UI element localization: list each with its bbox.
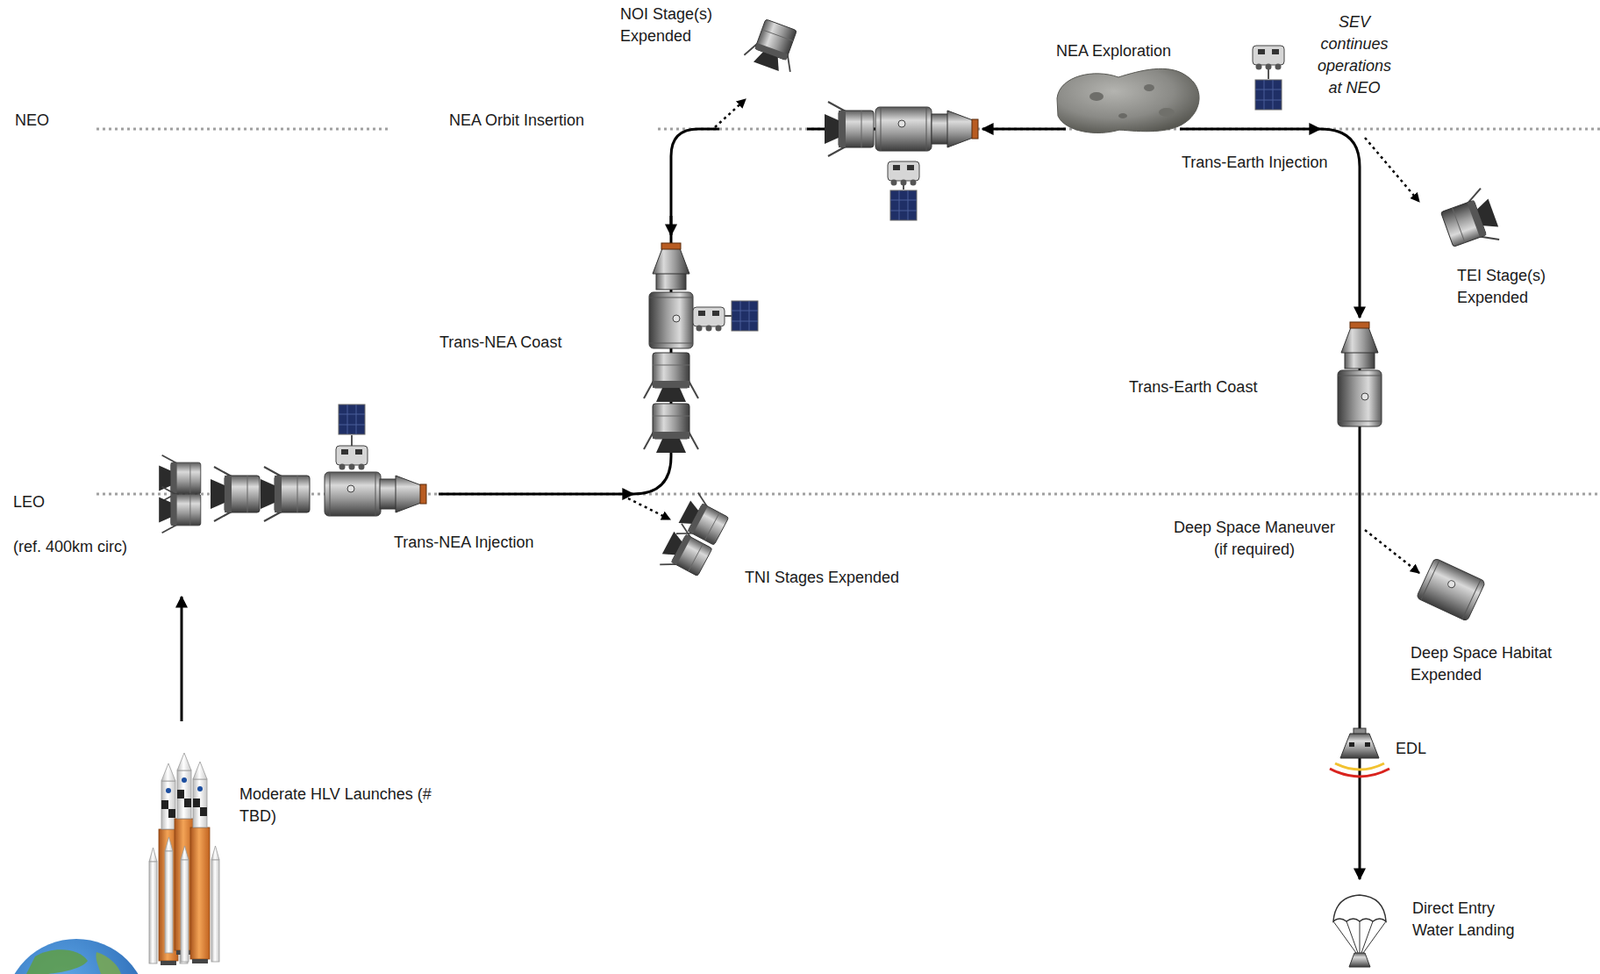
annotation-label: Deep Space Maneuver (if required) <box>1166 516 1343 561</box>
annotation-label: TNI Stages Expended <box>744 566 900 589</box>
annotation-label: Trans-Earth Coast <box>1128 376 1258 399</box>
annotation-label: NEA Exploration <box>1056 40 1172 63</box>
annotation-label: NOI Stage(s) Expended <box>620 3 730 48</box>
annotation-label: Deep Space Habitat Expended <box>1410 642 1586 686</box>
annotation-label: SEV continues operations at NEO <box>1311 11 1398 100</box>
annotation-label: EDL <box>1395 737 1427 760</box>
annotation-label: (ref. 400km circ) <box>13 535 128 558</box>
annotation-label: Trans-NEA Injection <box>393 531 534 554</box>
annotation-label: NEA Orbit Insertion <box>449 109 585 132</box>
annotation-label: LEO <box>13 491 45 514</box>
annotation-label: NEO <box>14 109 50 132</box>
annotation-label: TEI Stage(s) Expended <box>1457 264 1563 309</box>
annotation-label: Moderate HLV Launches (# TBD) <box>239 783 470 828</box>
annotation-label: Trans-Earth Injection <box>1181 151 1328 174</box>
annotation-label: Trans-NEA Coast <box>439 331 562 354</box>
annotation-label: Direct Entry Water Landing <box>1412 897 1527 942</box>
